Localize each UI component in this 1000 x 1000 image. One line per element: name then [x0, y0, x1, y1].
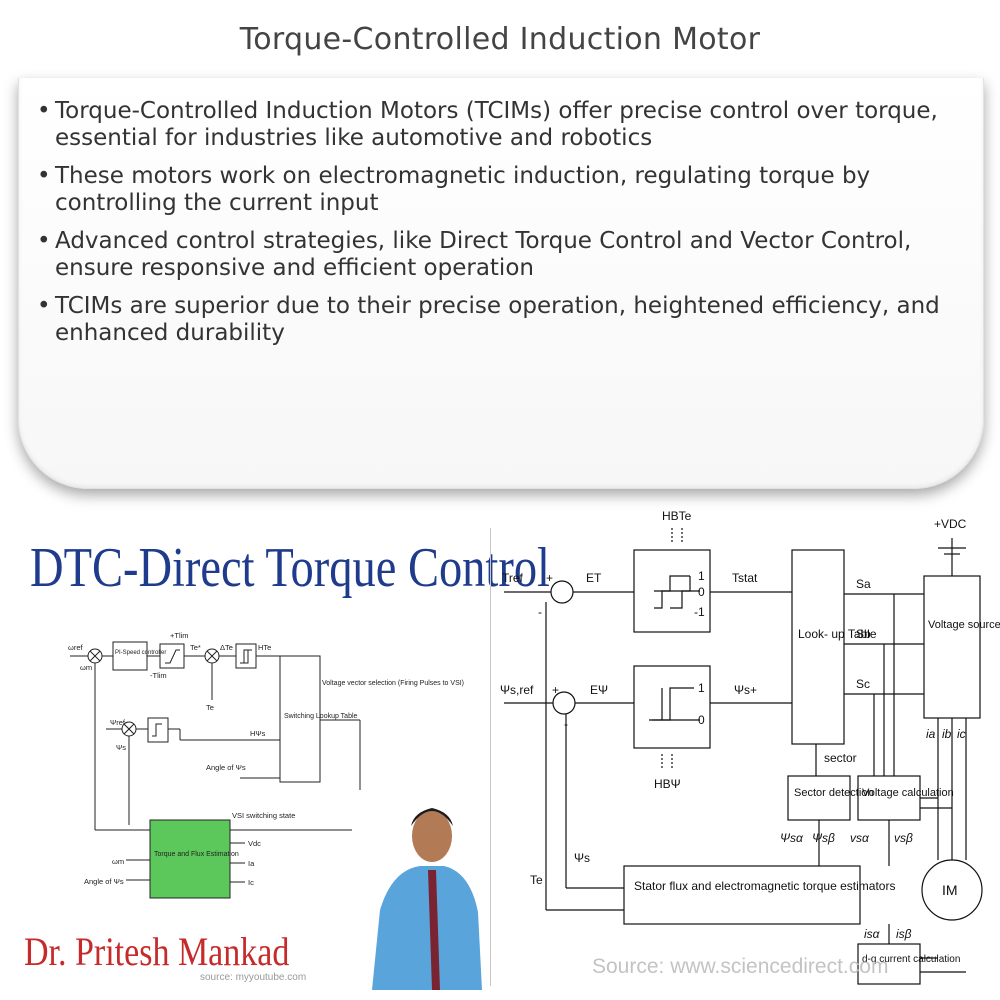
e-t-label: ET — [586, 571, 602, 585]
sa-label: Sa — [856, 577, 871, 591]
presenter-photo — [352, 790, 482, 990]
pi-controller-label: PI-Speed controller — [115, 650, 166, 656]
ia-label: ia — [926, 727, 936, 741]
te-feedback-label: Te — [530, 873, 543, 887]
omega-m-out-label: ωm — [112, 857, 124, 866]
angle-psi-out-label: Angle of Ψs — [84, 877, 124, 886]
dtc-lecture-figure: DTC-Direct Torque Control — [0, 520, 550, 1000]
ht-e-label: HTe — [258, 643, 271, 652]
bullet-card: Torque-Controlled Induction Motors (TCIM… — [18, 78, 984, 489]
sc-label: Sc — [856, 677, 870, 691]
te-label: Te — [206, 703, 214, 712]
psi-s-beta-label: Ψsβ — [812, 831, 835, 845]
ib-label: ib — [942, 727, 952, 741]
estimation-label: Torque and Flux Estimation — [154, 851, 239, 858]
torque-level-zero: 0 — [698, 585, 705, 599]
psi-s-feedback-label: Ψs — [574, 851, 590, 865]
sb-label: Sb — [856, 627, 871, 641]
ic-label: ic — [957, 727, 966, 741]
plus-sign-2: + — [552, 683, 559, 697]
vsi-label: Voltage source inverter (VSI) — [928, 619, 1000, 631]
v-s-alpha-label: vsα — [850, 831, 870, 845]
bullet-list: Torque-Controlled Induction Motors (TCIM… — [35, 98, 965, 358]
psi-ref-label: Ψref — [110, 718, 126, 727]
h-psi-label: HΨs — [250, 729, 266, 738]
psi-s-alpha-label: Ψsα — [780, 831, 804, 845]
psi-s-label: Ψs — [116, 743, 126, 752]
estimators-label: Stator flux and electromagnetic torque e… — [634, 879, 895, 893]
i-s-beta-label: isβ — [896, 927, 912, 941]
t-ref-label: Tref — [502, 571, 524, 585]
bullet-item: Torque-Controlled Induction Motors (TCIM… — [35, 98, 965, 152]
vdc-label: +VDC — [934, 517, 967, 531]
vdc-label: Vdc — [248, 839, 261, 848]
dq-calc-label: d-q current calculation — [862, 954, 960, 965]
vsi-state-label: VSI switching state — [232, 811, 295, 820]
ic-label: Ic — [248, 878, 254, 887]
psi-ref-label: Ψs,ref — [500, 683, 534, 697]
delta-te-label: ΔTe — [220, 643, 233, 652]
minus-sign-2: - — [564, 717, 568, 731]
omega-m-label: ωm — [80, 663, 92, 672]
sector-detection-label: Sector detection — [794, 787, 874, 799]
dtc-block-diagram: ωref ωm PI-Speed controller +Tlim -Tlim … — [68, 631, 482, 990]
switching-table-label: Switching Lookup Table — [284, 713, 358, 720]
dtc-schematic-figure: HBTe Tref + - ET Tstat 1 0 -1 Ψs,ref + -… — [494, 498, 1000, 1000]
dtc-heading: DTC-Direct Torque Control — [30, 537, 550, 599]
bullet-item: Advanced control strategies, like Direct… — [35, 228, 965, 282]
lookup-table-label: Look- up Table — [798, 627, 877, 641]
angle-psi-label: Angle of Ψs — [206, 763, 246, 772]
psi-star-label: Ψs+ — [734, 683, 757, 697]
figure-divider — [490, 528, 491, 986]
te-star-label: Te* — [190, 643, 201, 652]
e-psi-label: EΨ — [590, 683, 608, 697]
author-name: Dr. Pritesh Mankad — [24, 929, 290, 974]
flux-level-one: 1 — [698, 681, 705, 695]
bullet-item: TCIMs are superior due to their precise … — [35, 293, 965, 347]
voltage-vector-label: Voltage vector selection (Firing Pulses … — [322, 680, 464, 687]
i-s-alpha-label: isα — [864, 927, 881, 941]
sector-label: sector — [824, 751, 857, 765]
t-stat-label: Tstat — [732, 571, 758, 585]
v-s-beta-label: vsβ — [894, 831, 913, 845]
left-source: source: myyoutube.com — [200, 972, 307, 983]
plus-tlim-label: +Tlim — [170, 631, 189, 640]
motor-label: IM — [942, 882, 958, 898]
ia-label: Ia — [248, 859, 255, 868]
dtc-schematic: HBTe Tref + - ET Tstat 1 0 -1 Ψs,ref + -… — [500, 509, 1000, 985]
minus-sign-1: - — [538, 605, 542, 619]
torque-level-one: 1 — [698, 569, 705, 583]
right-source: Source: www.sciencedirect.com — [592, 955, 889, 978]
flux-level-zero: 0 — [698, 713, 705, 727]
hb-psi-label: HBΨ — [654, 777, 681, 791]
bullet-item: These motors work on electromagnetic ind… — [35, 163, 965, 217]
hb-te-label: HBTe — [662, 509, 692, 523]
plus-sign-1: + — [546, 571, 553, 585]
minus-tlim-label: -Tlim — [150, 671, 167, 680]
omega-ref-label: ωref — [68, 643, 84, 652]
torque-level-minus-one: -1 — [694, 605, 705, 619]
page-title: Torque-Controlled Induction Motor — [239, 22, 761, 57]
voltage-calc-label: Voltage calculation — [862, 787, 954, 799]
